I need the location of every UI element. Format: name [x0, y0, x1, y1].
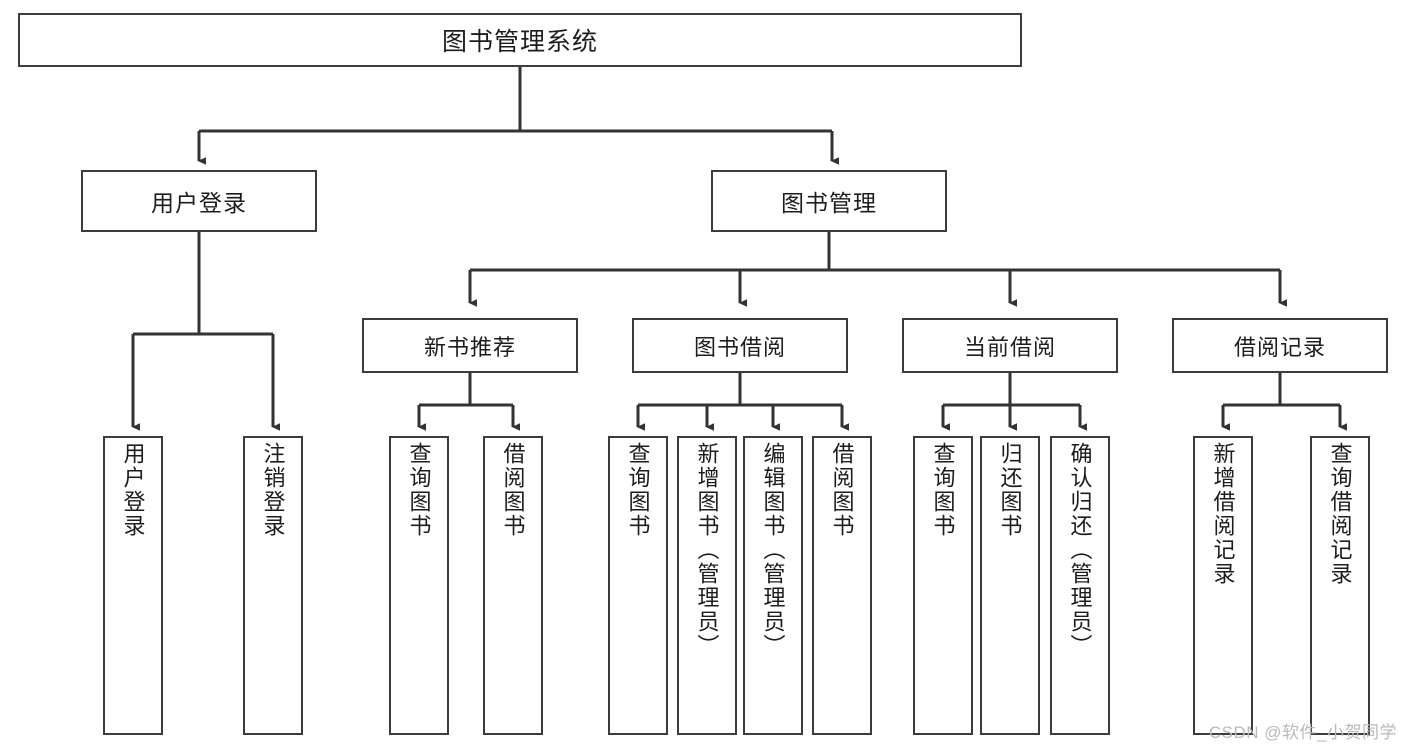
leaf-query-book-3-label: 查询图书 — [930, 442, 956, 538]
leaf-borrow-book-2[interactable]: 借阅图书 — [812, 436, 872, 735]
node-book-borrow-label: 图书借阅 — [693, 334, 786, 360]
leaf-add-book-label: 新增图书（管理员） — [694, 442, 720, 658]
leaf-user-login-label: 用户登录 — [120, 442, 146, 538]
leaf-query-book-1-label: 查询图书 — [406, 442, 432, 538]
node-book-manage[interactable]: 图书管理 — [711, 170, 947, 232]
leaf-add-borrow-record-label: 新增借阅记录 — [1210, 442, 1236, 586]
leaf-add-book[interactable]: 新增图书（管理员） — [677, 436, 737, 735]
leaf-user-login[interactable]: 用户登录 — [103, 436, 163, 735]
leaf-confirm-return-label: 确认归还（管理员） — [1067, 442, 1093, 658]
leaf-query-borrow-record-label: 查询借阅记录 — [1327, 442, 1353, 586]
leaf-return-book-label: 归还图书 — [997, 442, 1023, 538]
leaf-confirm-return[interactable]: 确认归还（管理员） — [1050, 436, 1110, 735]
leaf-query-book-2-label: 查询图书 — [625, 442, 651, 538]
leaf-logout-login[interactable]: 注销登录 — [243, 436, 303, 735]
leaf-edit-book-label: 编辑图书（管理员） — [760, 442, 786, 658]
node-book-manage-label: 图书管理 — [781, 190, 877, 216]
leaf-borrow-book-1[interactable]: 借阅图书 — [483, 436, 543, 735]
leaf-edit-book[interactable]: 编辑图书（管理员） — [743, 436, 803, 735]
leaf-borrow-book-2-label: 借阅图书 — [829, 442, 855, 538]
leaf-return-book[interactable]: 归还图书 — [980, 436, 1040, 735]
node-root[interactable]: 图书管理系统 — [18, 13, 1022, 67]
leaf-borrow-book-1-label: 借阅图书 — [500, 442, 526, 538]
node-new-book-recommend-label: 新书推荐 — [423, 334, 516, 360]
leaf-query-book-3[interactable]: 查询图书 — [913, 436, 973, 735]
csdn-watermark: CSDN @软件_小贺同学 — [1208, 723, 1397, 742]
node-current-borrow-label: 当前借阅 — [963, 334, 1056, 360]
leaf-query-book-1[interactable]: 查询图书 — [389, 436, 449, 735]
leaf-logout-login-label: 注销登录 — [260, 442, 286, 538]
leaf-query-book-2[interactable]: 查询图书 — [608, 436, 668, 735]
node-borrow-record-label: 借阅记录 — [1233, 334, 1326, 360]
node-user-login-label: 用户登录 — [151, 190, 247, 216]
node-borrow-record[interactable]: 借阅记录 — [1172, 318, 1388, 373]
node-new-book-recommend[interactable]: 新书推荐 — [362, 318, 578, 373]
leaf-add-borrow-record[interactable]: 新增借阅记录 — [1193, 436, 1253, 735]
node-book-borrow[interactable]: 图书借阅 — [632, 318, 848, 373]
node-user-login[interactable]: 用户登录 — [81, 170, 317, 232]
node-current-borrow[interactable]: 当前借阅 — [902, 318, 1118, 373]
node-root-label: 图书管理系统 — [441, 28, 598, 56]
leaf-query-borrow-record[interactable]: 查询借阅记录 — [1310, 436, 1370, 735]
